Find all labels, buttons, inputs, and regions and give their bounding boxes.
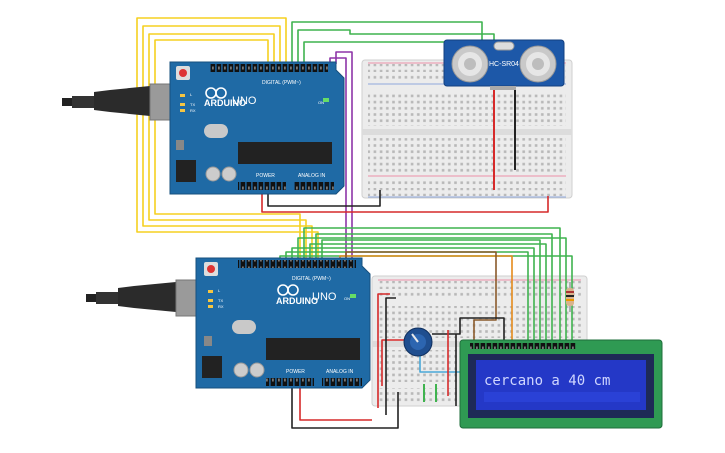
arduino-uno-top: DIGITAL (PWM~) ARDUINO UNO . L TX RX ON …	[62, 61, 345, 195]
microcontroller-chip	[238, 142, 332, 164]
usb-cable-plug-tip	[86, 294, 96, 302]
led-tx-label: TX	[218, 298, 223, 303]
microcontroller-chip	[266, 338, 360, 360]
power-header	[238, 182, 286, 190]
ultrasonic-sensor: HC-SR04	[443, 39, 565, 90]
model-label: UNO	[312, 291, 337, 303]
lcd-text: cercano a 40 cm	[484, 373, 610, 389]
crystal	[204, 124, 228, 138]
usb-cable-plug-tip	[62, 98, 72, 106]
analog-header-label: ANALOG IN	[298, 173, 326, 179]
analog-header-label: ANALOG IN	[326, 369, 354, 375]
brand-label: ARDUINO	[204, 98, 246, 108]
led-rx-label: RX	[218, 304, 224, 309]
sensor-label: HC-SR04	[489, 61, 519, 68]
power-header-label: POWER	[286, 369, 305, 375]
wires	[136, 17, 573, 429]
power-header	[266, 378, 314, 386]
digital-header-label: DIGITAL (PWM~)	[292, 276, 331, 282]
crystal	[232, 320, 256, 334]
led-tx-label: TX	[190, 102, 195, 107]
analog-header	[322, 378, 362, 386]
led-on-label: ON	[344, 296, 350, 301]
lcd-display: cercano a 40 cm	[459, 339, 663, 429]
digital-header-label: DIGITAL (PWM~)	[262, 80, 301, 86]
analog-header	[294, 182, 334, 190]
arduino-uno-bottom: DIGITAL (PWM~) ARDUINO UNO L TX RX ON PO…	[86, 257, 371, 389]
led-l-label: L	[218, 288, 221, 293]
digital-header	[210, 64, 328, 72]
power-jack	[176, 160, 196, 182]
usb-cable	[94, 86, 150, 116]
model-label: UNO	[232, 95, 257, 107]
digital-header	[238, 260, 356, 268]
brand-label: ARDUINO	[276, 296, 318, 306]
power-header-label: POWER	[256, 173, 275, 179]
led-l-label: L	[190, 92, 193, 97]
power-jack	[202, 356, 222, 378]
led-on-label: ON	[318, 100, 324, 105]
resistor	[566, 282, 574, 312]
usb-cable	[118, 282, 176, 312]
potentiometer	[403, 327, 433, 357]
led-rx-label: RX	[190, 108, 196, 113]
